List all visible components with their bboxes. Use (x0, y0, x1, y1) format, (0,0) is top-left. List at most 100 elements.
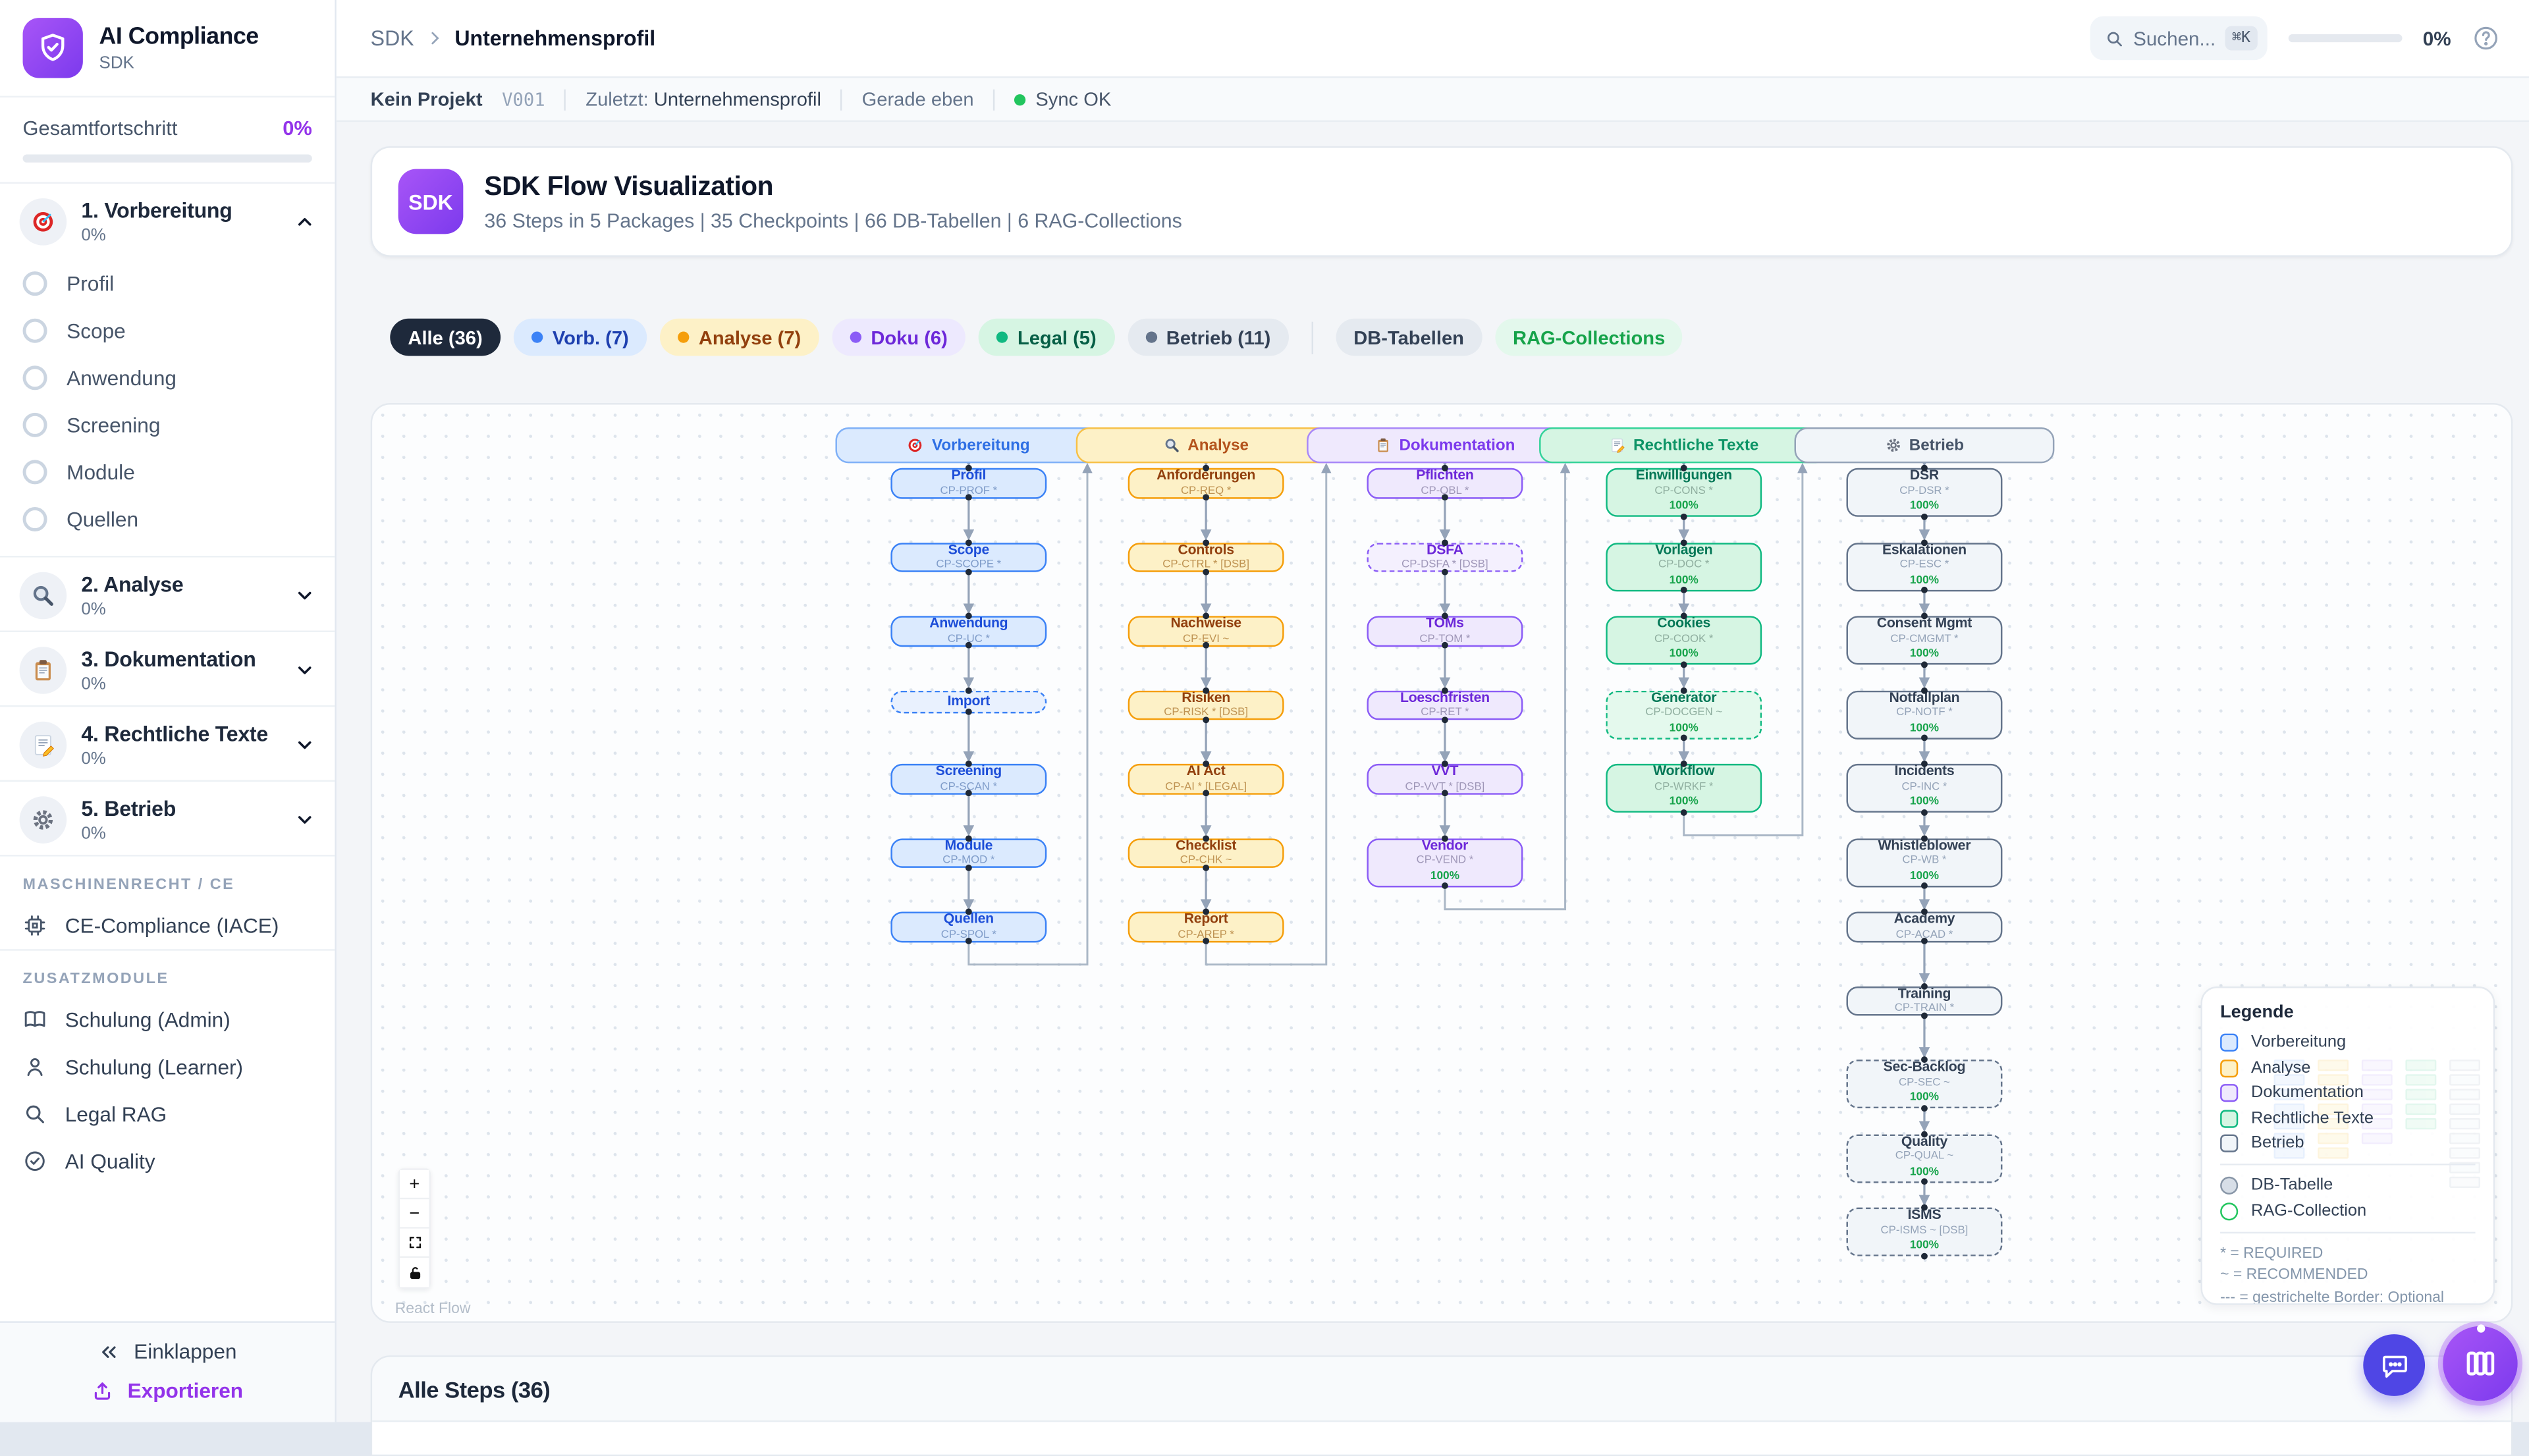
sidebar-step-module[interactable]: Module (0, 448, 335, 496)
legend-item-analyse: Analyse (2220, 1058, 2475, 1077)
chat-fab-button[interactable] (2363, 1334, 2426, 1396)
node-title: Risiken (1182, 689, 1231, 705)
help-button[interactable] (2472, 24, 2500, 52)
search-input[interactable]: Suchen... ⌘K (2089, 16, 2267, 61)
node-code: CP-DSR * (1899, 485, 1949, 497)
legend-item-vorbereitung: Vorbereitung (2220, 1033, 2475, 1052)
node-code: CP-OBL * (1421, 485, 1469, 497)
node-code: CP-QUAL ~ (1895, 1150, 1954, 1162)
chevron-right-icon (431, 32, 439, 45)
sidebar-item-legal-rag[interactable]: Legal RAG (0, 1091, 335, 1138)
filter-pill-alle-36[interactable]: Alle (36) (390, 318, 501, 356)
filter-pill-vorb-7[interactable]: Vorb. (7) (513, 318, 647, 356)
sidebar-step-screening[interactable]: Screening (0, 402, 335, 449)
node-progress-value: 100% (1669, 797, 1699, 809)
package-header-analyse[interactable]: Analyse (1075, 427, 1336, 464)
export-button[interactable]: Exportieren (92, 1378, 243, 1403)
filter-pill-betrieb-11[interactable]: Betrieb (11) (1127, 318, 1289, 356)
sidebar-step-quellen[interactable]: Quellen (0, 496, 335, 543)
package-label: Dokumentation (1399, 436, 1515, 454)
package-header-betrieb[interactable]: Betrieb (1794, 427, 2055, 464)
section-progress: 0% (81, 824, 106, 844)
flow-node-import[interactable]: Import (890, 687, 1047, 716)
filter-pill-legal-5[interactable]: Legal (5) (978, 318, 1114, 356)
app-brand: AI Compliance SDK (0, 0, 335, 98)
package-header-vorbereitung[interactable]: Vorbereitung (835, 427, 1102, 464)
node-code: CP-CONS * (1654, 485, 1713, 497)
sidebar-item-schulung-learner[interactable]: Schulung (Learner) (0, 1043, 335, 1091)
step-radio-icon (22, 460, 47, 485)
filter-pill-analyse-7[interactable]: Analyse (7) (659, 318, 819, 356)
reactflow-attribution[interactable]: React Flow (394, 1300, 471, 1316)
node-title: Vorlagen (1655, 541, 1713, 557)
package-header-legal[interactable]: Rechtliche Texte (1539, 427, 1829, 464)
fit-view-button[interactable] (400, 1228, 429, 1258)
sidebar-item-ai-quality[interactable]: AI Quality (0, 1138, 335, 1185)
filter-pill-rag-collections[interactable]: RAG-Collections (1494, 318, 1683, 356)
sidebar-step-scope[interactable]: Scope (0, 307, 335, 354)
node-title: Nachweise (1170, 614, 1241, 632)
collapse-sidebar-button[interactable]: Einklappen (98, 1339, 236, 1364)
package-header-dokumentation[interactable]: Dokumentation (1307, 427, 1583, 464)
columns-fab-button[interactable] (2443, 1324, 2518, 1401)
sidebar-step-anwendung[interactable]: Anwendung (0, 354, 335, 402)
collapse-icon (102, 1345, 117, 1358)
zoom-in-button[interactable]: + (400, 1170, 429, 1200)
node-progress-value: 100% (1909, 649, 1940, 661)
node-code: CP-WRKF * (1654, 780, 1714, 793)
legend-label: Analyse (2250, 1058, 2311, 1077)
zoom-out-button[interactable]: − (400, 1199, 429, 1229)
filter-pill-doku-6[interactable]: Doku (6) (832, 318, 965, 356)
filter-dot-icon (996, 331, 1008, 343)
node-code: CP-CTRL * [DSB] (1162, 559, 1250, 571)
minimap (2273, 1060, 2480, 1187)
sidebar-item-ce-compliance-iace[interactable]: CE-Compliance (IACE) (0, 902, 335, 950)
filter-pill-db-tabellen[interactable]: DB-Tabellen (1336, 318, 1482, 356)
sidebar-item-schulung-admin[interactable]: Schulung (Admin) (0, 996, 335, 1044)
sidebar-step-profil[interactable]: Profil (0, 260, 335, 308)
lock-toggle-button[interactable] (400, 1258, 429, 1287)
breadcrumb-root[interactable]: SDK (370, 26, 414, 51)
